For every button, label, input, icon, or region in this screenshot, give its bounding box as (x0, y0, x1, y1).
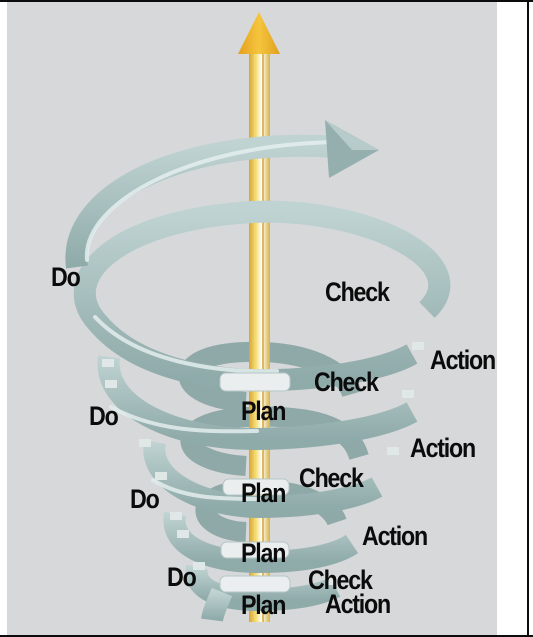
label-do-2: Do (89, 403, 118, 430)
diagram-panel: Do Check Action Check Plan Do Action Che… (7, 2, 497, 635)
label-action-4: Action (325, 591, 390, 618)
label-check-3: Check (299, 465, 363, 492)
label-plan-1: Plan (241, 398, 285, 425)
label-do-1: Do (51, 264, 80, 291)
label-do-4: Do (167, 564, 196, 591)
spiral-tail (212, 592, 222, 620)
label-action-1: Action (430, 347, 495, 374)
right-border (527, 0, 529, 637)
label-check-1: Check (325, 279, 389, 306)
label-plan-4: Plan (241, 592, 285, 619)
label-action-3: Action (362, 523, 427, 550)
label-do-3: Do (130, 486, 159, 513)
label-check-2: Check (314, 369, 378, 396)
axis-arrowhead (238, 12, 280, 54)
label-plan-3: Plan (241, 540, 285, 567)
label-plan-2: Plan (241, 480, 285, 507)
label-action-2: Action (410, 435, 475, 462)
